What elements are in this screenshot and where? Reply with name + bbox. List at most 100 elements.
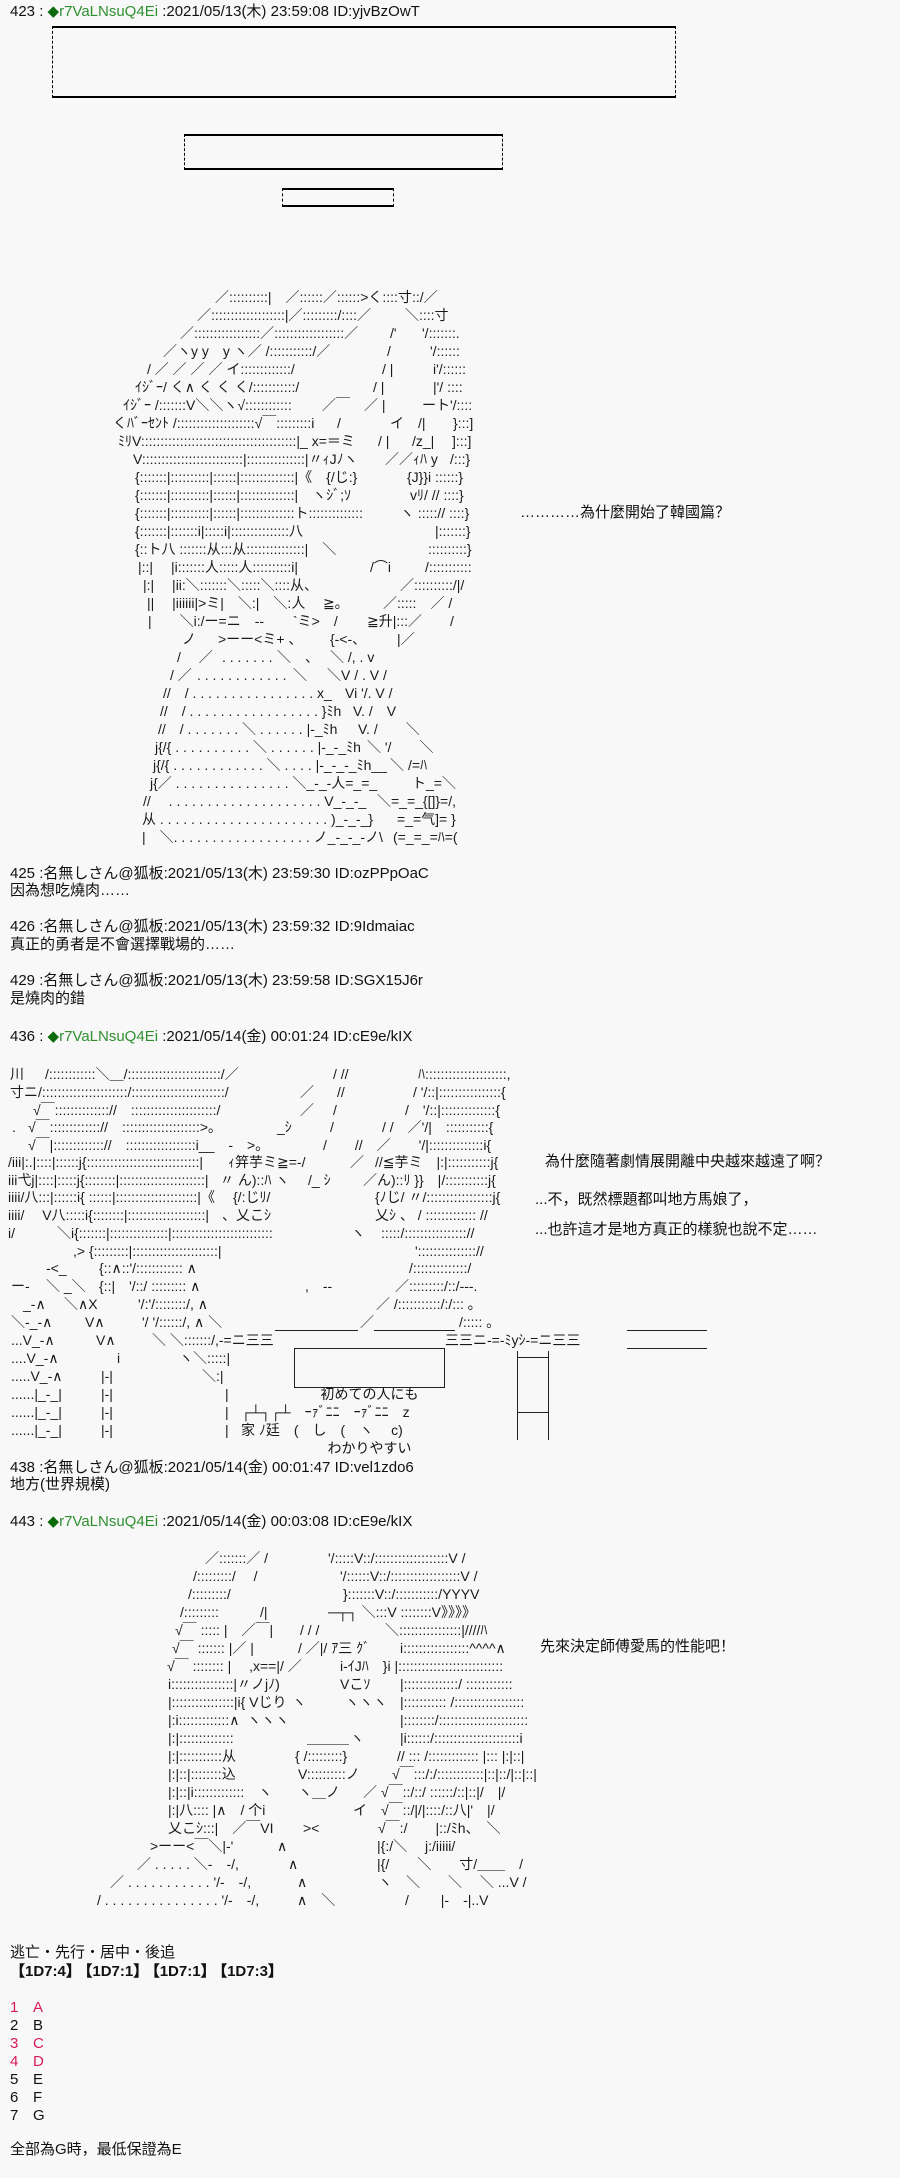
aa-segment: / // ／ '/|::::::::::::::i{ (323, 1137, 492, 1153)
post-meta: :2021/05/14(金) 00:03:08 ID:cE9e/kIX (158, 1513, 413, 1530)
aa-rule-line (627, 1330, 707, 1331)
grade-letter: F (33, 2089, 43, 2106)
aa-segment: |{:/＼ j:/iiiii/ (377, 1838, 456, 1854)
aa-segment: ／ (360, 1314, 374, 1330)
aa-segment: / '/::|::::::::::::::::{ (413, 1084, 506, 1100)
aa-segment: ....V_-∧ (11, 1350, 59, 1366)
aa-segment: ≧｡ (323, 595, 342, 611)
post-header-438: 438 :名無しさん@狐板:2021/05/14(金) 00:01:47 ID:… (10, 1459, 414, 1477)
aa-segment: 寸ニ/::::::::::::::::::::::/::::::::::::::… (10, 1084, 229, 1100)
grade-number: 7 (10, 2107, 19, 2124)
pillar-crossbar (518, 1357, 548, 1358)
aa-segment: /⌒i (370, 559, 391, 575)
aa-segment: {:::::::|::::::::::|::::::|:::::::::::::… (135, 487, 352, 503)
grade-letter: A (33, 1999, 44, 2016)
aa-segment: i:::::::::::::::::^^^^∧ (400, 1640, 506, 1656)
aa-segment: /| (260, 1604, 268, 1620)
post-meta: :2021/05/13(木) 23:59:32 ID:9Idmaiac (163, 918, 415, 935)
aa-segment: ＼-_-∧ (11, 1314, 53, 1330)
aa-segment: √￣::::::::::::::// :::::::::::::::::::::… (33, 1102, 221, 1118)
aa-segment: ＼:| (202, 1368, 224, 1384)
aa-segment: 从 . . . . . . . . . . . . . . . . . . . … (142, 811, 374, 827)
post-header-425: 425 :名無しさん@狐板:2021/05/13(木) 23:59:30 ID:… (10, 865, 429, 883)
aa-segment: ／:::::::::::::::::::|／:::::::::/::::／ (197, 307, 371, 323)
aa-segment: ／:::::::::::::::::／::::::::::::::::::／ (180, 325, 359, 341)
aa-dialogue: ...不，既然標題都叫地方馬娘了， (535, 1191, 758, 1208)
aa-segment: |:i:::::::::::::∧ (168, 1712, 240, 1728)
aa-segment: {:::::::|::::::::::|::::::|:::::::::::::… (135, 469, 358, 485)
aa-segment: ......|_-_| (11, 1422, 62, 1438)
aa-segment: / (337, 415, 341, 431)
post-body-425: 因為想吃燒肉…… (10, 882, 131, 899)
aa-segment: ＼ (293, 667, 307, 683)
aa-segment: {/:じﾘ/ (233, 1189, 271, 1205)
empty-panel-frame (52, 26, 676, 98)
aa-segment: ヽ (350, 1730, 364, 1746)
separator: : (35, 1459, 44, 1476)
aa-segment: √￣ ::::: | ／￣| (175, 1622, 274, 1638)
aa-segment: ヽヽヽ (247, 1712, 289, 1728)
aa-segment: ＼∧X (64, 1296, 98, 1312)
aa-segment: / | (378, 433, 390, 449)
aa-segment: /z_| (412, 433, 435, 449)
aa-segment: .....V_-∧ (11, 1368, 63, 1384)
aa-segment: _-∧ (23, 1296, 46, 1312)
aa-segment: ／:::::::／ / (205, 1550, 269, 1566)
aa-segment: |::::::::::: /:::::::::::::::::: (400, 1694, 525, 1710)
post-header-426: 426 :名無しさん@狐板:2021/05/13(木) 23:59:32 ID:… (10, 918, 415, 936)
aa-segment: // / . . . . . . . . . . . . . . . . x_ (163, 685, 332, 701)
aa-sign-pillar (517, 1351, 549, 1440)
aa-segment: ﾊ:::::::::::::::::::::, (418, 1066, 511, 1082)
trip-diamond-icon: ◆ (47, 1513, 60, 1530)
aa-segment: √￣:/ |::/ﾐh、 ＼ (378, 1820, 501, 1836)
aa-segment: |-| (101, 1368, 113, 1384)
aa-segment: V::::::::::ノ (298, 1766, 360, 1782)
aa-segment: >ーー<ミ+ 、 (218, 631, 303, 647)
post-meta: :2021/05/13(木) 23:59:08 ID:yjvBzOwT (158, 3, 420, 20)
aa-segment: // ::: /::::::::::::: |::: |:|::| (397, 1748, 525, 1764)
poster-trip-name: r7VaLNsuQ4Ei (59, 1028, 159, 1045)
aa-segment: V::::::::::::::::::::::::::|::::::::::::… (133, 451, 358, 467)
aa-segment: /:::::::::/ / (193, 1568, 258, 1584)
aa-segment: ∧ (277, 1838, 288, 1854)
post-body-438: 地方(世界規模) (10, 1476, 110, 1493)
aa-segment: |:|::|i::::::::::::: (168, 1784, 245, 1800)
post-meta: :2021/05/13(木) 23:59:58 ID:SGX15J6r (163, 972, 423, 989)
aa-segment: |:|八:::: |∧ / 个i (168, 1802, 266, 1818)
aa-segment: // . . . . . . . . . . . . . . . . . . .… (143, 793, 367, 809)
aa-segment: ＿＿＿ (307, 1730, 349, 1746)
banner-line: わかりやすい (327, 1440, 412, 1456)
aa-segment: || |iiiiii|>ミ| ＼:| ＼:人 (147, 595, 306, 611)
aa-segment: √￣ :::::::: | ,x==|/ ／ (167, 1658, 302, 1674)
aa-segment: 乂こｼ:::| ／￣VI (168, 1820, 274, 1836)
aa-segment: ＼ /, . v (330, 649, 375, 665)
aa-segment: :::::/::::::::::::::::// (381, 1225, 475, 1241)
poster-trip-name: r7VaLNsuQ4Ei (59, 1513, 159, 1530)
grade-number: 6 (10, 2089, 19, 2106)
banner-line: 初めての人にも (320, 1386, 419, 1402)
aa-segment: ヽ (292, 1694, 306, 1710)
aa-segment: / | (373, 379, 385, 395)
aa-segment: /' (390, 325, 397, 341)
aa-segment: ::::::::::} (428, 541, 472, 557)
dice-results: 【1D7:4】【1D7:1】【1D7:1】【1D7:3】 (10, 1963, 287, 1981)
aa-segment: ／ . . . . . ＼- -/, (137, 1856, 239, 1872)
post-header-429: 429 :名無しさん@狐板:2021/05/13(木) 23:59:58 ID:… (10, 972, 423, 990)
post-body-429: 是燒肉的錯 (10, 990, 86, 1007)
aa-segment: /::::: ｡ (459, 1314, 494, 1330)
aa-segment: √￣ ::::::: |／ | (172, 1640, 254, 1656)
separator: : (35, 972, 44, 989)
aa-segment: / (330, 1119, 334, 1135)
grade-number: 3 (10, 2035, 19, 2052)
grade-letter: B (33, 2017, 44, 2034)
aa-segment: ─┬┐ ＼:::V ::::::::V》》》》 (328, 1604, 476, 1620)
aa-segment: >< (303, 1820, 320, 1836)
aa-segment: / . . . . . . . . . . . . . . . '/- -/, (97, 1892, 260, 1908)
aa-segment: 川 (10, 1066, 24, 1082)
aa-segment: |::::::::::::::/ :::::::::::: (400, 1676, 513, 1692)
separator: : (35, 865, 44, 882)
trip-diamond-icon: ◆ (47, 3, 60, 20)
aa-segment: ∧ ＼ (297, 1892, 336, 1908)
aa-segment: ≧升|:::／ (367, 613, 423, 629)
